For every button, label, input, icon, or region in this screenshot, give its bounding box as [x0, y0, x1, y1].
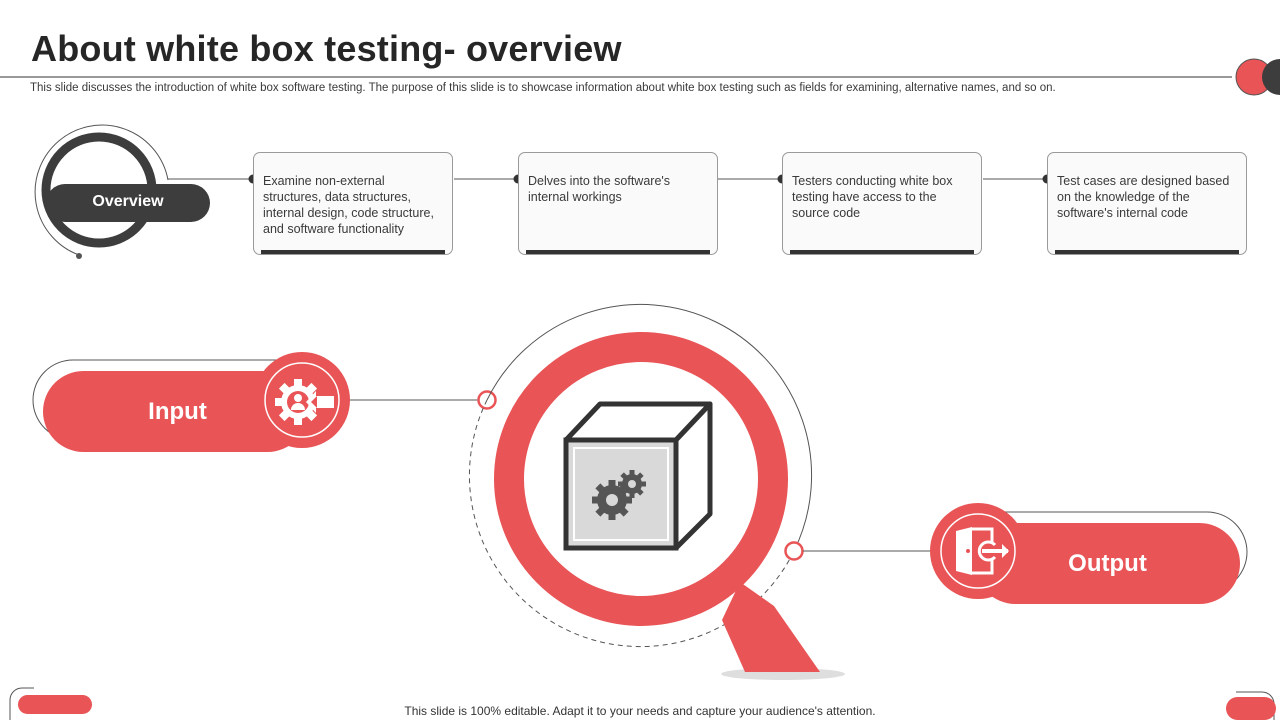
overview-badge: [34, 124, 210, 259]
output-connector-node: [784, 541, 804, 561]
card-accent-bar: [1055, 250, 1239, 254]
card-accent-bar: [526, 250, 710, 254]
output-pill-graphic: [930, 503, 1248, 604]
footer-note: This slide is 100% editable. Adapt it to…: [404, 704, 876, 718]
gear-user-arrow-icon: [275, 379, 334, 425]
page-title: About white box testing- overview: [31, 28, 622, 69]
corner-decoration-bottom-left: [9, 687, 92, 720]
overview-label: Overview: [92, 193, 164, 210]
card-text: Examine non-external structures, data st…: [263, 174, 434, 236]
input-label: Input: [148, 398, 207, 425]
overview-card-4: Test cases are designed based on the kno…: [1047, 152, 1247, 255]
card-accent-bar: [261, 250, 445, 254]
overview-card-2: Delves into the software's internal work…: [518, 152, 718, 255]
overview-card-3: Testers conducting white box testing hav…: [782, 152, 982, 255]
card-text: Delves into the software's internal work…: [528, 174, 671, 204]
door-exit-icon: [956, 527, 1009, 575]
card-accent-bar: [790, 250, 974, 254]
card-text: Testers conducting white box testing hav…: [792, 174, 953, 220]
magnifier-box-gears-icon: [563, 401, 713, 551]
corner-decoration-top-right: [1235, 58, 1280, 96]
overview-card-1: Examine non-external structures, data st…: [253, 152, 453, 255]
output-label: Output: [1068, 550, 1147, 577]
magnifier-graphic: [468, 303, 845, 680]
corner-decoration-bottom-right: [1226, 691, 1276, 720]
card-text: Test cases are designed based on the kno…: [1057, 174, 1230, 220]
page-subtitle: This slide discusses the introduction of…: [30, 82, 1056, 94]
